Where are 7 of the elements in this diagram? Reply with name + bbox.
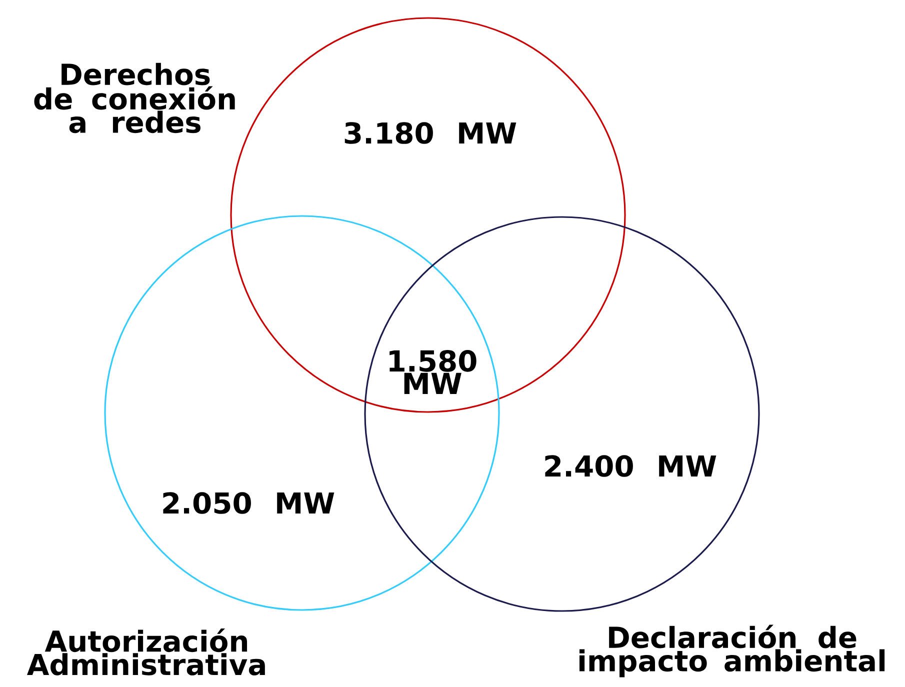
set-label: Autorización Administrativa bbox=[27, 628, 265, 676]
set-label: Derechos de conexión a redes bbox=[34, 62, 235, 134]
set-value: 3.180 MW bbox=[344, 122, 516, 144]
set-value: 2.050 MW bbox=[163, 492, 334, 514]
set-label: Declaración de impacto ambiental bbox=[580, 624, 885, 678]
intersection-value: 1.580 MW bbox=[390, 350, 476, 394]
set-value: 2.400 MW bbox=[545, 455, 716, 477]
